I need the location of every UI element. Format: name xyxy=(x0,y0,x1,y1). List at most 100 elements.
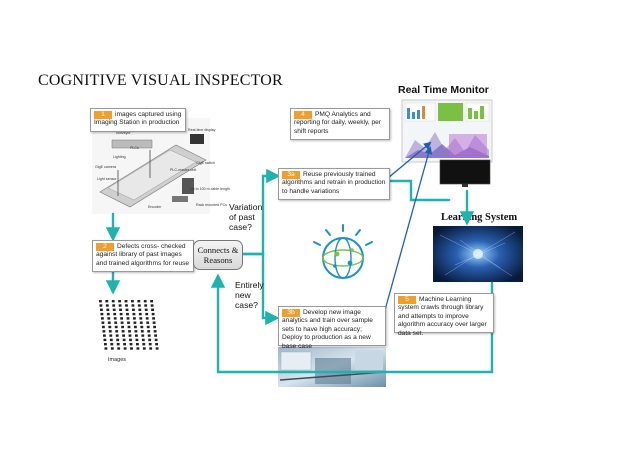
defect-image-thumb xyxy=(142,347,146,350)
defect-image-thumb xyxy=(128,330,131,333)
defect-image-thumb xyxy=(154,334,157,337)
defect-image-thumb xyxy=(103,334,106,337)
defect-image-thumb xyxy=(155,343,158,346)
new-case-question-label: Entirely new case? xyxy=(235,280,264,310)
defect-image-thumb xyxy=(130,347,133,350)
watson-globe-icon xyxy=(313,224,373,279)
hub-line-2: Reasons xyxy=(203,255,233,265)
defect-image-thumb xyxy=(109,334,113,337)
station-label-plcs: PLCs xyxy=(130,146,139,150)
defect-image-thumb xyxy=(100,308,103,311)
defect-image-thumb xyxy=(137,300,141,303)
defect-image-thumb xyxy=(109,338,113,342)
defect-image-thumb xyxy=(146,325,150,329)
hub-line-1: Connects & xyxy=(197,245,239,255)
defect-image-thumb xyxy=(118,304,122,307)
defect-image-thumb xyxy=(131,300,134,303)
defect-image-thumb xyxy=(100,312,104,316)
connects-reasons-hub: Connects & Reasons xyxy=(193,240,243,270)
defect-image-thumb xyxy=(119,312,123,316)
defect-image-thumb xyxy=(108,330,112,333)
defect-image-thumb xyxy=(145,312,149,316)
step-3b-text: Develop new image analytics and train ov… xyxy=(282,309,373,350)
defect-image-thumb xyxy=(155,347,159,350)
defect-image-thumb xyxy=(149,347,153,350)
defect-image-thumb xyxy=(137,304,141,307)
defect-image-thumb xyxy=(141,338,145,342)
station-label-camera: GigE camera xyxy=(95,165,116,169)
defect-image-thumb xyxy=(145,317,149,320)
defect-image-thumb xyxy=(105,300,109,303)
step-1-badge: 1 xyxy=(94,111,112,120)
step-3a-badge: 3a xyxy=(282,171,300,180)
page-title: COGNITIVE VISUAL INSPECTOR xyxy=(38,72,283,89)
defect-image-thumb xyxy=(120,317,123,320)
defect-image-thumb xyxy=(119,308,122,311)
defect-image-thumb xyxy=(106,308,110,311)
defect-image-thumb xyxy=(127,325,131,329)
defect-image-thumb xyxy=(133,317,136,320)
images-label: Images xyxy=(108,357,127,363)
station-label-rack-pcs: Rack mounted PCs xyxy=(196,203,227,207)
learning-system-network-image xyxy=(433,226,523,282)
step-3b-badge: 3b xyxy=(282,309,300,318)
defect-image-thumb xyxy=(103,338,107,342)
defect-image-thumb xyxy=(136,343,139,346)
defect-image-thumb xyxy=(128,334,132,337)
defect-image-thumb xyxy=(129,343,133,346)
defect-image-thumb xyxy=(146,321,150,324)
defect-image-thumb xyxy=(138,308,142,311)
step-4-text: PMQ Analytics and reporting for daily, w… xyxy=(294,111,381,135)
defect-image-thumb xyxy=(150,304,154,307)
defect-image-thumb xyxy=(106,312,110,316)
defect-image-thumb xyxy=(121,330,125,333)
step-5-badge: 5 xyxy=(398,296,416,305)
defect-image-thumb xyxy=(127,321,130,324)
defect-image-thumb xyxy=(152,317,155,320)
defect-image-thumb xyxy=(108,325,112,329)
defect-image-thumb xyxy=(134,325,137,329)
station-label-light-sensor: Light sensor xyxy=(97,177,117,181)
defect-image-thumb xyxy=(140,325,144,329)
defect-image-thumb xyxy=(136,347,140,350)
station-label-cable: Up to 100 m cable length xyxy=(190,187,230,191)
defect-image-thumb xyxy=(142,343,146,346)
step-3a-text: Reuse previously trained algorithms and … xyxy=(282,171,386,195)
defect-image-thumb xyxy=(139,317,143,320)
defect-image-thumb xyxy=(111,300,115,303)
step-2-badge: 2 xyxy=(96,243,114,252)
defect-image-thumb xyxy=(132,312,136,316)
defect-image-thumb xyxy=(144,308,148,311)
station-label-switch: GigE switch xyxy=(196,161,215,165)
defect-image-thumb xyxy=(125,308,129,311)
defect-image-thumb xyxy=(139,321,143,324)
defect-image-thumb xyxy=(115,330,119,333)
defect-image-thumb xyxy=(116,338,120,342)
step-2-text: Defects cross- checked against library o… xyxy=(96,243,190,267)
station-label-display: Real-time display xyxy=(188,128,216,132)
step-5-text: Machine Learning system crawls through l… xyxy=(398,296,487,337)
defect-image-thumb xyxy=(134,330,138,333)
station-label-plc-master: PLC-master-unit xyxy=(170,168,196,172)
defect-image-thumb xyxy=(116,343,120,346)
defect-image-thumb xyxy=(144,304,148,307)
defect-image-thumb xyxy=(101,317,104,320)
defect-image-thumb xyxy=(113,312,117,316)
defect-image-thumb xyxy=(126,312,129,316)
defect-image-thumb xyxy=(99,300,102,303)
defect-image-thumb xyxy=(150,300,153,303)
defect-image-thumb xyxy=(104,347,108,350)
real-time-monitor-screens xyxy=(401,99,493,187)
station-label-encoder: Encoder xyxy=(148,205,162,209)
defect-image-thumb xyxy=(120,321,124,324)
defect-image-thumb xyxy=(117,347,121,350)
station-label-lighting: Lighting xyxy=(113,155,126,159)
defect-image-thumb xyxy=(148,338,152,342)
step-1-text: images captured using Imaging Station in… xyxy=(94,111,182,127)
defect-image-thumb xyxy=(126,317,130,320)
defect-image-thumb xyxy=(132,308,135,311)
